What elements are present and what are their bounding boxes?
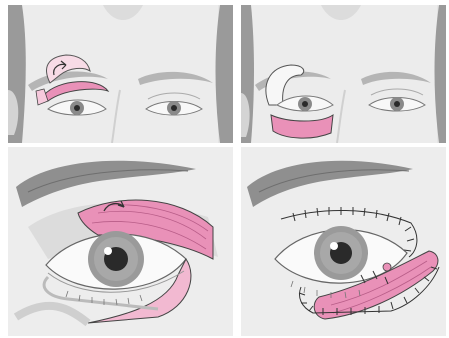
face-illustration xyxy=(241,5,446,143)
eye-closeup-illustration xyxy=(8,147,233,336)
panel-closeup-upper-lid-flap xyxy=(8,147,233,336)
panel-closeup-lower-lid-flap-sutured xyxy=(241,147,446,336)
face-illustration xyxy=(8,5,233,143)
panel-forehead-flap-lower-lid xyxy=(241,5,446,143)
panel-forehead-flap-upper-lid xyxy=(8,5,233,143)
hair-right xyxy=(216,5,234,143)
eye-closeup-illustration xyxy=(241,147,446,336)
